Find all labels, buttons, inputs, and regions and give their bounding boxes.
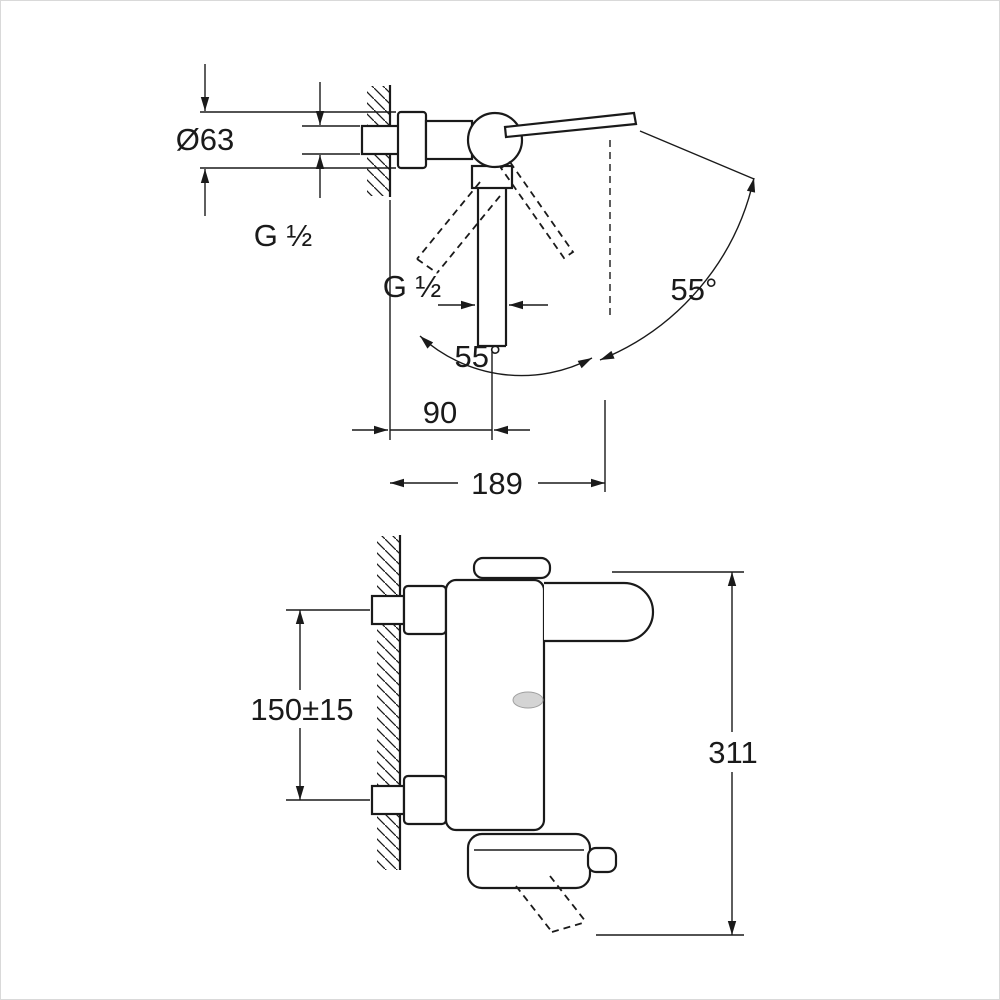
upper-escutcheon bbox=[402, 584, 448, 636]
reach-label: 189 bbox=[471, 466, 523, 501]
upper-union-nipple bbox=[370, 594, 406, 626]
cartridge-joint bbox=[466, 111, 524, 169]
spout-swivel-dashed bbox=[416, 181, 501, 274]
lever-handle-closed bbox=[503, 111, 638, 139]
lever-handle-top bbox=[472, 556, 552, 580]
wall-thread-label: G ½ bbox=[254, 218, 313, 253]
top-view: Ø63 G ½ G ½ 55° bbox=[176, 64, 756, 502]
spout-angle-label: 55° bbox=[455, 339, 502, 374]
dim-150: 150±15 bbox=[242, 609, 370, 801]
lower-union-nipple bbox=[370, 784, 406, 816]
faucet-elevation-view bbox=[370, 556, 655, 933]
bottom-view: 150±15 311 bbox=[242, 535, 766, 936]
dim-angle-handle: 55° bbox=[599, 130, 756, 361]
dim-311: 311 bbox=[596, 571, 766, 936]
lever-handle-open-dashed bbox=[499, 160, 575, 260]
dim-thread-spout: G ½ bbox=[383, 269, 548, 310]
wall-section-bottom bbox=[377, 535, 402, 870]
dim-90: 90 bbox=[352, 200, 530, 440]
angle-extension-line bbox=[639, 130, 755, 180]
handle-angle-label: 55° bbox=[671, 272, 718, 307]
diverter-knob bbox=[586, 846, 618, 874]
spout-pipe bbox=[476, 188, 508, 348]
hose-outlet-dashed bbox=[515, 875, 587, 933]
mixer-body bbox=[424, 119, 474, 161]
wall-union-nipple bbox=[360, 124, 402, 156]
faucet-side-view bbox=[360, 110, 638, 348]
dim-diameter: Ø63 bbox=[176, 64, 396, 216]
escutcheon-flange bbox=[396, 110, 428, 170]
height-label: 311 bbox=[708, 735, 757, 770]
lower-escutcheon bbox=[402, 774, 448, 826]
wall-hatching-bottom bbox=[377, 536, 400, 870]
grohe-logo-mark bbox=[512, 691, 544, 709]
dim-thread-wall: G ½ bbox=[254, 82, 360, 253]
handle-angle-arc bbox=[599, 177, 756, 361]
mixer-body-column bbox=[444, 578, 546, 832]
shower-outlet-housing bbox=[466, 832, 592, 890]
spout-angle-arc bbox=[419, 335, 593, 377]
dim-angle-spout: 55° bbox=[419, 335, 593, 377]
mount-spacing-label: 150±15 bbox=[250, 692, 353, 727]
bath-spout bbox=[544, 581, 655, 643]
offset-label: 90 bbox=[423, 395, 457, 430]
spout-thread-label: G ½ bbox=[383, 269, 442, 304]
diameter-label: Ø63 bbox=[176, 122, 235, 157]
dim-189: 189 bbox=[390, 400, 606, 502]
